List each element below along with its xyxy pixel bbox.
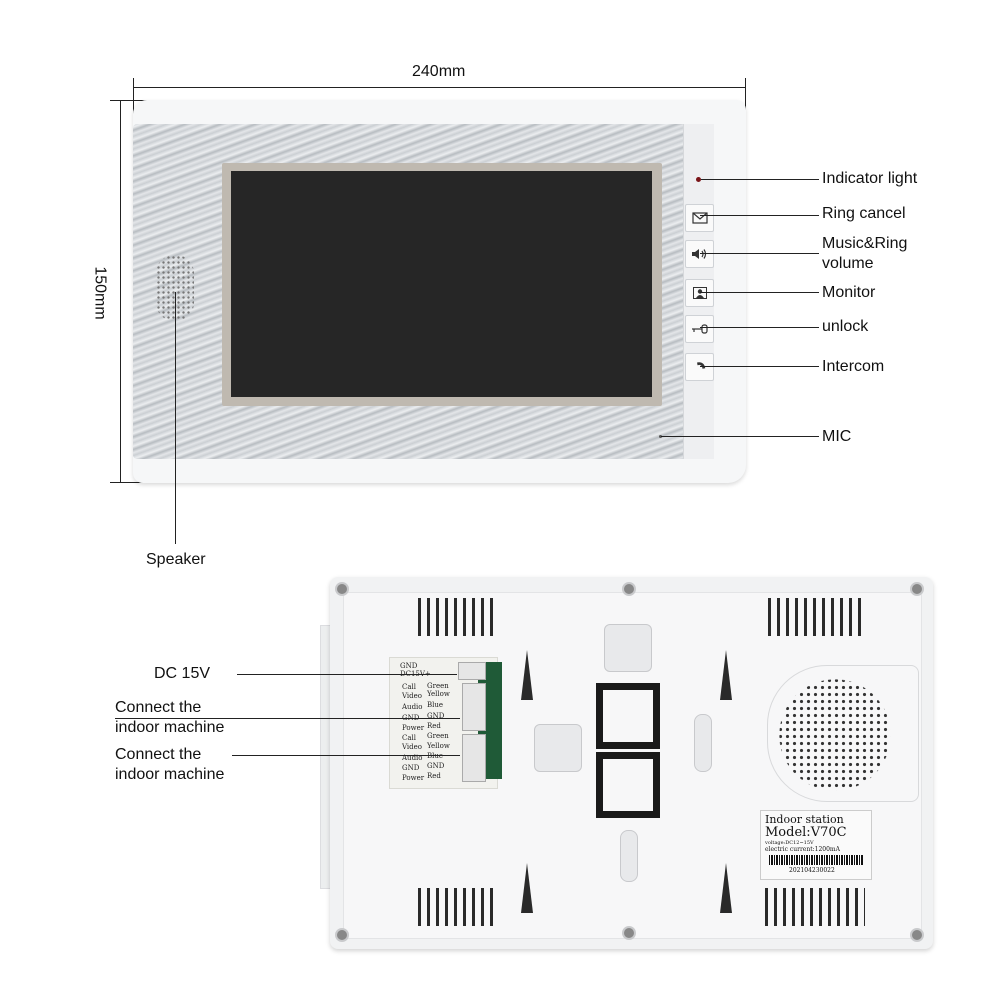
rear-speaker-grille [770,670,900,800]
wiring-row-12-left: Power [402,774,425,782]
dc-15v-leader [237,674,457,675]
wiring-row-10-right: Blue [427,752,444,760]
power-connector [458,662,486,680]
unlock-label: unlock [822,318,869,335]
indicator-light [696,177,701,182]
screw-bottom-center [622,926,636,940]
wiring-row-8-right: Green [427,732,449,740]
mount-slot-bottom [620,830,638,882]
speaker-label: Speaker [146,551,206,568]
mount-wedge-2 [720,650,732,700]
model-nameplate: Indoor station Model:V70C voltage:DC12~1… [760,810,872,880]
screw-top-center [622,582,636,596]
height-dimension-label: 150mm [91,266,109,320]
monitor-button[interactable] [685,279,714,307]
nameplate-voltage: voltage:DC12~15V [765,840,814,846]
mount-frame-top [596,683,660,749]
connect-indoor-leader-2 [232,755,460,756]
screw-top-left [335,582,349,596]
wiring-row-6-right: GND [427,712,445,720]
wiring-row-3-right: Green [427,682,449,690]
mount-wedge-4 [720,863,732,913]
unlock-leader [700,327,819,328]
music-ring-volume-button[interactable] [685,240,714,268]
monitor-label: Monitor [822,284,876,301]
wiring-row-8-left: Call [402,734,417,742]
screw-bottom-right [910,928,924,942]
speaker-leader [175,292,176,544]
height-dimension-tick-bottom [110,482,150,483]
key-icon [691,324,708,334]
monitor-person-icon [692,287,707,299]
indicator-light-label: Indicator light [822,170,918,187]
screw-bottom-left [335,928,349,942]
wiring-row-10-left: Audio [402,754,423,762]
barcode [769,855,863,865]
wiring-row-4-left: Video [402,692,423,700]
connect-indoor-leader-1 [115,718,460,719]
volume-leader [700,253,819,254]
envelope-icon [691,212,708,224]
wiring-row-7-left: Power [402,724,425,732]
nameplate-model: Model:V70C [765,825,847,840]
indicator-light-leader [701,179,819,180]
speaker-volume-icon [691,249,706,259]
wiring-row-9-left: Video [402,743,423,751]
ring-cancel-leader [700,215,819,216]
wiring-row-1-left: GND [400,662,418,670]
width-dimension-label: 240mm [412,63,466,80]
intercom-button[interactable] [685,353,714,381]
ring-cancel-label: Ring cancel [822,205,906,222]
rear-speaker-housing [767,665,919,802]
monitor-leader [700,292,819,293]
mount-wedge-1 [521,650,533,700]
width-dimension-tick-left [133,78,134,126]
intercom-leader [700,366,819,367]
music-ring-volume-label: Music&Ring volume [822,235,908,272]
wiring-row-3-left: Call [402,683,417,691]
vent-top-left [418,598,493,636]
screw-top-right [910,582,924,596]
mic-leader [661,436,819,437]
phone-icon [696,362,705,369]
indoor-connector-1 [462,683,486,731]
nameplate-current: electric current:1200mA [765,846,840,853]
vent-top-right [768,598,866,636]
dc-15v-label: DC 15V [154,665,211,682]
width-dimension-line [133,87,745,88]
indoor-connector-2 [462,734,486,782]
wiring-row-4-right: Yellow [427,690,450,698]
connect-indoor-label-1: Connect the indoor machine [115,699,225,736]
lcd-screen [231,171,652,397]
wiring-row-11-right: GND [427,762,445,770]
mount-slot-top [604,624,652,672]
mount-slot-right [694,714,712,772]
ring-cancel-button[interactable] [685,204,714,232]
mount-slot-left [534,724,582,772]
wiring-row-12-right: Red [427,772,441,780]
wiring-row-11-left: GND [402,764,420,772]
vent-bottom-left [418,888,493,926]
mount-wedge-3 [521,863,533,913]
wiring-row-5-left: Audio [402,703,423,711]
wiring-row-5-right: Blue [427,701,444,709]
width-dimension-tick-right [745,78,746,112]
nameplate-serial: 202104230022 [789,867,835,874]
wiring-row-7-right: Red [427,722,441,730]
mount-frame-bottom [596,752,660,818]
unlock-button[interactable] [685,315,714,343]
intercom-label: Intercom [822,358,885,375]
microphone-hole [659,435,662,438]
vent-bottom-right [765,888,865,926]
height-dimension-tick-top [110,100,150,101]
wiring-row-9-right: Yellow [427,742,450,750]
connect-indoor-label-2: Connect the indoor machine [115,746,225,783]
nameplate-title: Indoor station [765,813,844,826]
mic-label: MIC [822,428,852,445]
height-dimension-line [120,100,121,483]
